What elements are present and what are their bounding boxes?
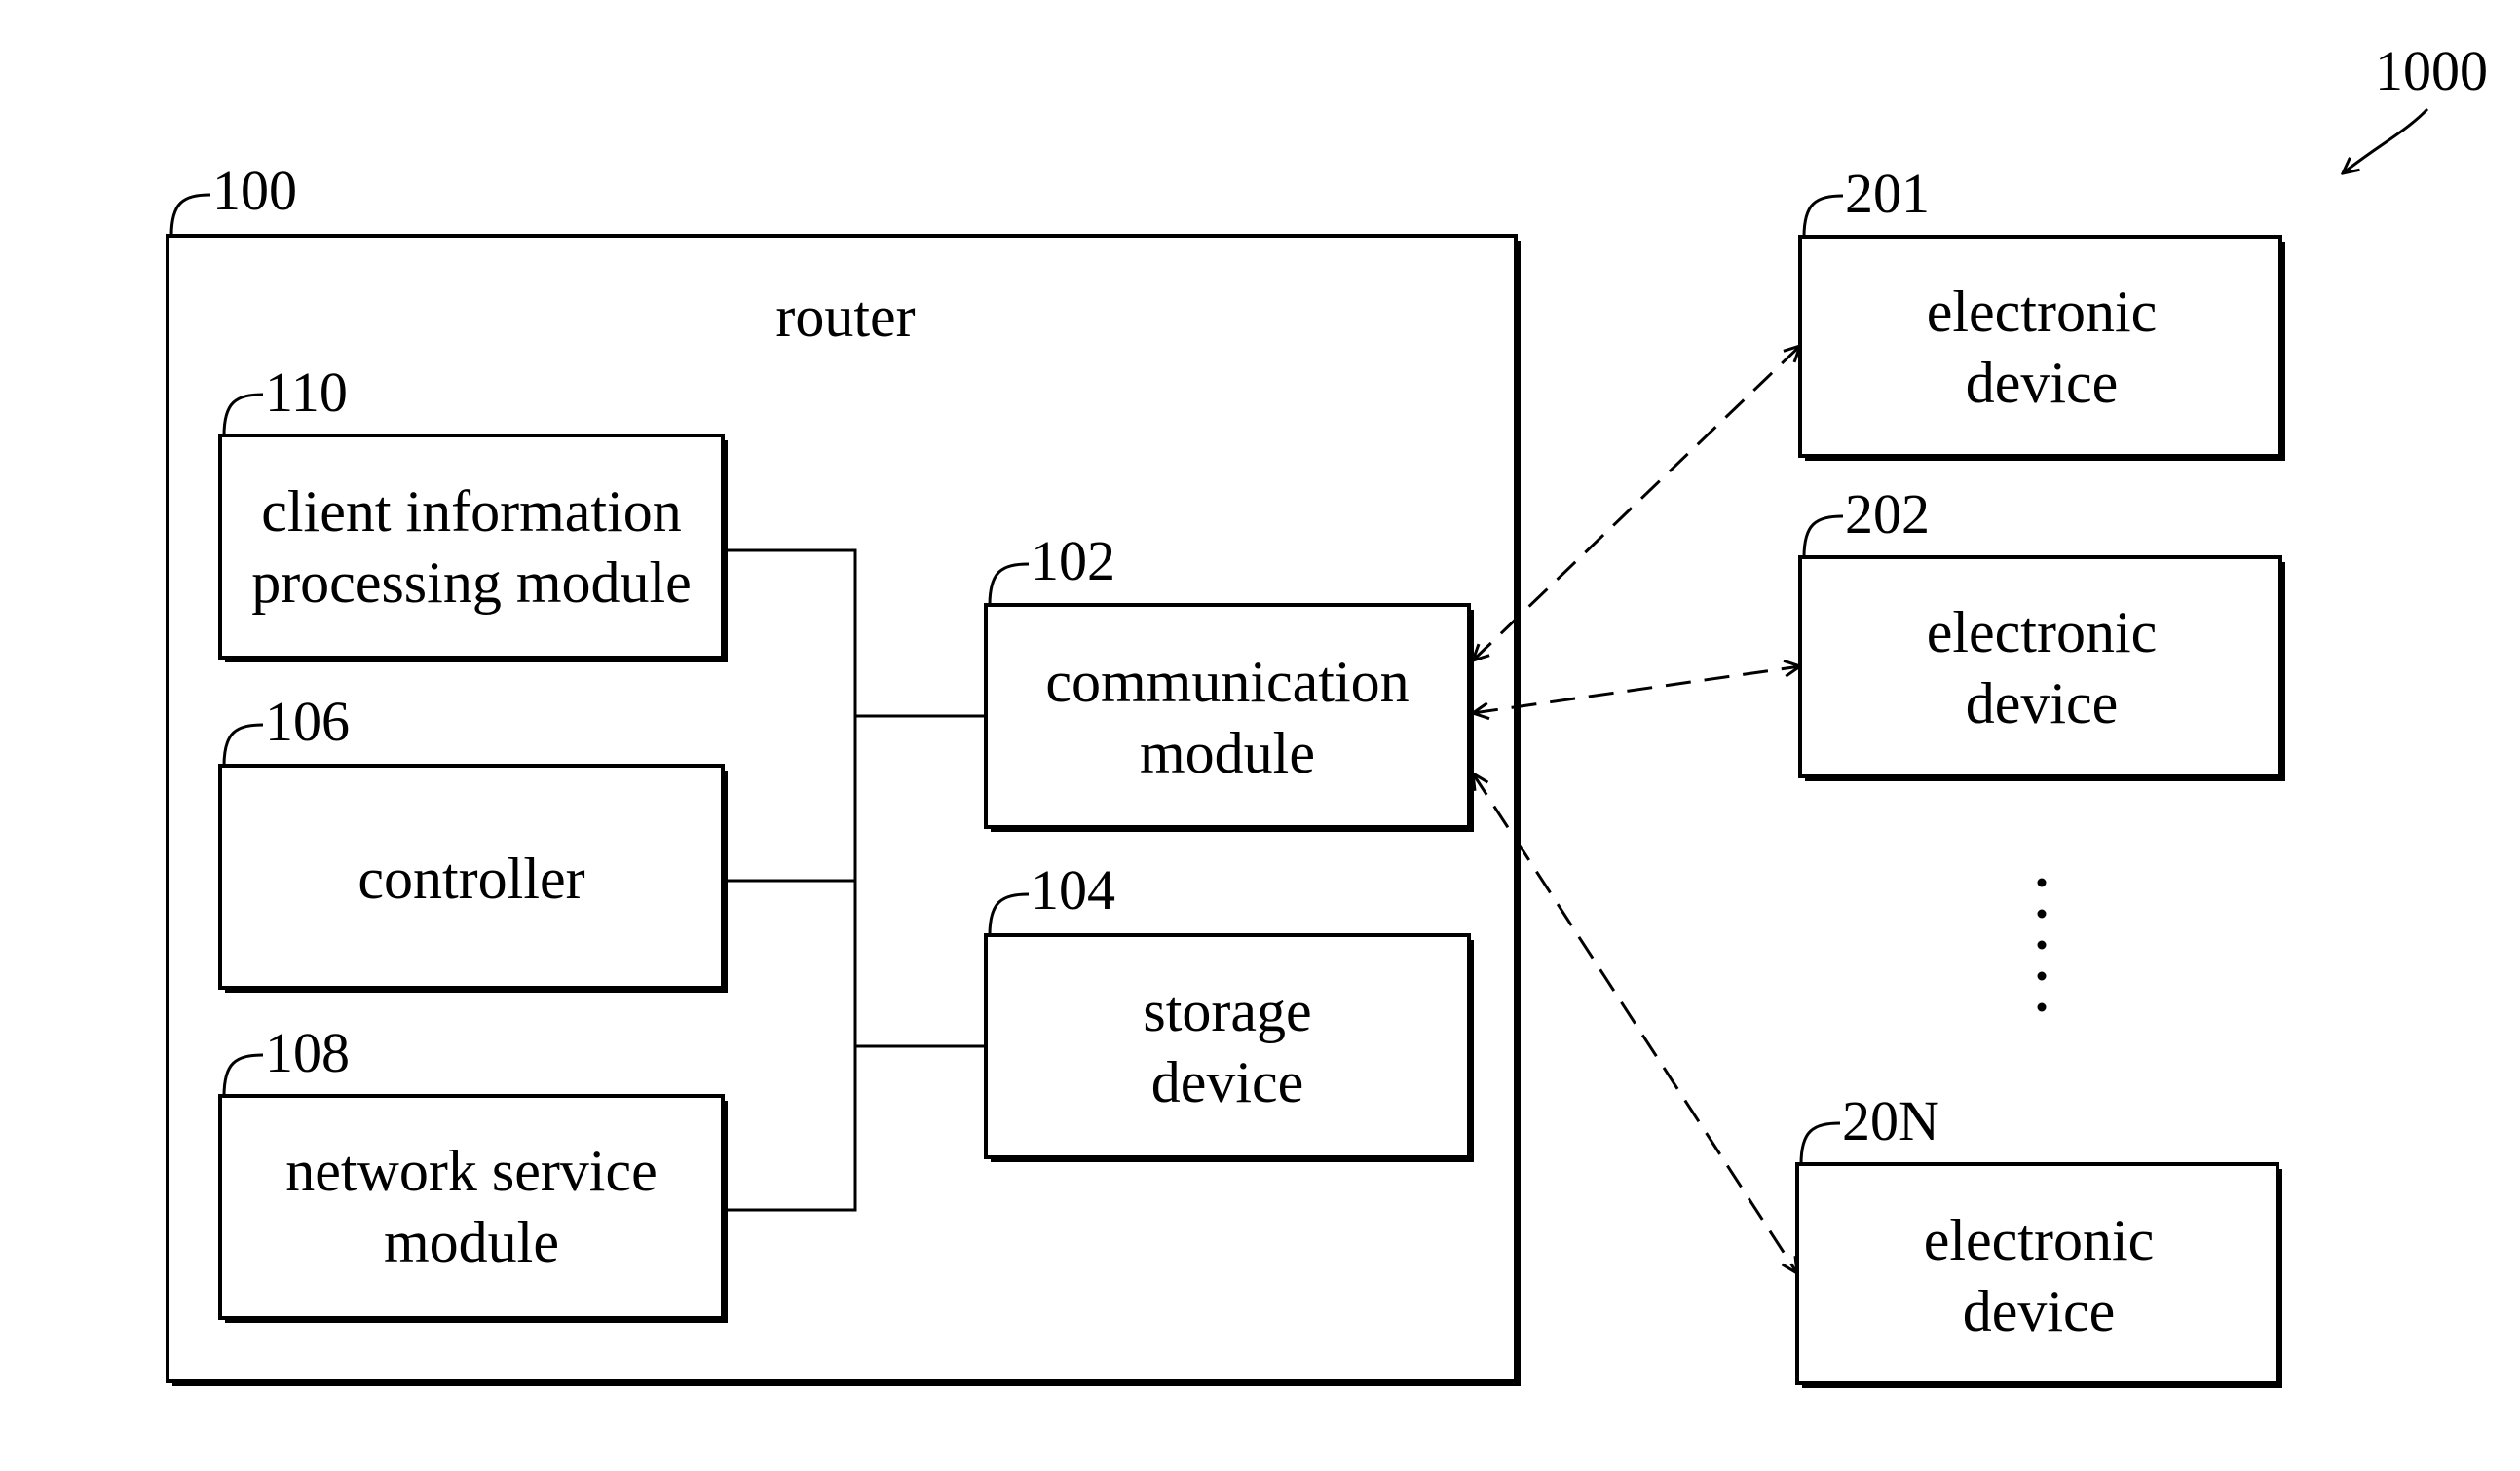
electronic-device-20N-line-2: device	[1963, 1279, 2116, 1343]
link-comm-to-device-202	[1473, 666, 1800, 713]
device-20N-ref-leader	[1801, 1123, 1840, 1164]
device-202-ref-leader	[1804, 516, 1843, 557]
router-title: router	[775, 284, 915, 349]
electronic-device-20N: electronic device	[1797, 1164, 2282, 1388]
client-info-module-line-1: client information	[261, 479, 682, 544]
figure-ref-arrow	[2343, 109, 2427, 173]
network-service-ref-label: 108	[265, 1021, 350, 1084]
controller-ref-label: 106	[265, 690, 350, 753]
router-ref-leader	[171, 195, 210, 236]
storage-device-module: storage device	[986, 935, 1474, 1162]
electronic-device-201-line-2: device	[1966, 351, 2119, 415]
client-info-ref-label: 110	[265, 360, 348, 424]
link-comm-to-device-201	[1473, 346, 1800, 660]
storage-device-ref-label: 104	[1031, 858, 1115, 922]
controller-module-line-1: controller	[357, 847, 584, 911]
network-service-module: network service module	[220, 1096, 728, 1323]
electronic-device-202-line-1: electronic	[1927, 600, 2158, 664]
communication-ref-label: 102	[1031, 529, 1115, 592]
electronic-device-201-line-1: electronic	[1927, 280, 2158, 344]
vertical-ellipsis	[2038, 879, 2047, 1012]
storage-device-module-line-2: device	[1151, 1050, 1304, 1114]
link-comm-to-device-20N	[1473, 773, 1797, 1273]
router-ref-label: 100	[212, 159, 297, 222]
electronic-device-201: electronic device	[1800, 237, 2285, 461]
communication-module-line-1: communication	[1045, 650, 1409, 714]
electronic-device-20N-line-1: electronic	[1924, 1208, 2155, 1272]
communication-module: communication module	[986, 605, 1474, 832]
device-201-ref-leader	[1804, 196, 1843, 237]
communication-module-line-2: module	[1140, 721, 1315, 785]
controller-module: controller	[220, 766, 728, 993]
client-info-module: client information processing module	[220, 435, 728, 662]
figure-ref-label: 1000	[2375, 39, 2488, 102]
device-202-ref-label: 202	[1845, 482, 1930, 546]
network-service-module-line-1: network service	[285, 1139, 658, 1203]
storage-device-module-line-1: storage	[1143, 979, 1311, 1043]
device-20N-ref-label: 20N	[1842, 1089, 1939, 1152]
electronic-device-202: electronic device	[1800, 557, 2285, 781]
device-201-ref-label: 201	[1845, 162, 1930, 225]
electronic-device-202-line-2: device	[1966, 671, 2119, 736]
network-service-module-line-2: module	[384, 1210, 559, 1274]
client-info-module-line-2: processing module	[251, 550, 692, 615]
